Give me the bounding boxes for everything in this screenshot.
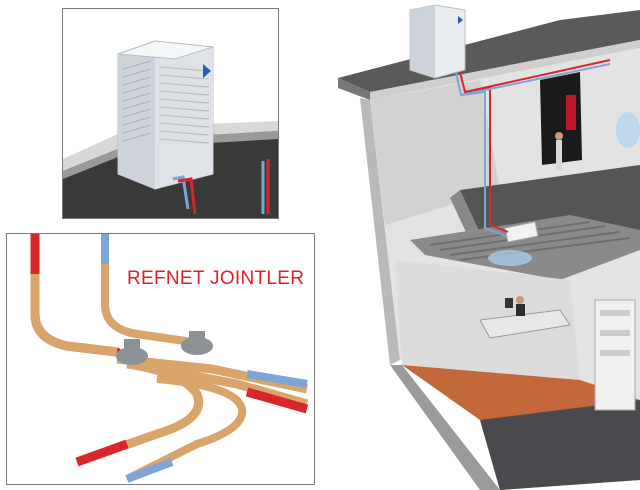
building-cutaway-illustration (338, 4, 640, 490)
building-cutaway-panel (330, 0, 640, 490)
refnet-joint-illustration (30, 234, 309, 483)
refnet-panel: REFNET JOINTLER (6, 233, 315, 485)
refnet-title: REFNET JOINTLER (127, 268, 305, 289)
outdoor-vrv-unit-illustration (63, 40, 278, 218)
outdoor-unit-panel (62, 8, 279, 219)
